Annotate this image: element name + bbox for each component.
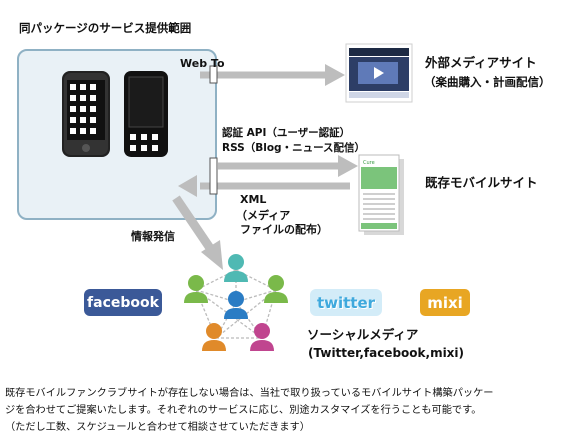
note-line: ジを合わせてご提案いたします。それぞれのサービスに応じ、別途カスタマイズを行うこ… <box>5 405 482 416</box>
person-blue-icon <box>224 291 248 319</box>
smartphone-dark-icon <box>124 71 168 157</box>
footer-note: 既存モバイルファンクラブサイトが存在しない場合は、当社で取り扱っているモバイルサ… <box>5 385 575 436</box>
note-line: （ただし工数、スケジュールと合わせて相談させていただきます） <box>5 422 310 433</box>
person-green-right-icon <box>264 275 288 303</box>
rss-label: RSS（Blog・ニュース配信） <box>222 142 366 154</box>
connector-port <box>209 157 218 195</box>
xml-label: XML <box>240 193 267 206</box>
twitter-logo: twitter <box>310 289 382 316</box>
person-orange-icon <box>202 323 226 351</box>
social-media-subtitle: (Twitter,facebook,mixi) <box>308 346 465 360</box>
external-media-title: 外部メディアサイト <box>425 55 537 70</box>
note-line: 既存モバイルファンクラブサイトが存在しない場合は、当社で取り扱っているモバイルサ… <box>5 388 494 399</box>
social-media-title: ソーシャルメディア <box>307 327 419 342</box>
person-magenta-icon <box>250 323 274 351</box>
xml-distribution-label: ファイルの配布） <box>240 223 328 236</box>
mobile-site-label: 既存モバイルサイト <box>425 175 538 190</box>
arrow-to-social-network <box>172 195 223 270</box>
external-media-website-thumbnail <box>345 43 413 103</box>
xml-media-label: （メディア <box>236 209 291 222</box>
info-broadcast-label: 情報発信 <box>131 230 175 243</box>
mixi-logo: mixi <box>420 289 470 316</box>
auth-api-label: 認証 API（ユーザー認証） <box>222 127 351 139</box>
person-teal-icon <box>224 254 248 282</box>
svg-text:Cure: Cure <box>363 160 375 166</box>
mobile-site-document: Cure <box>358 154 404 235</box>
arrow-to-mobile-site <box>218 155 358 177</box>
arrow-from-mobile-site <box>178 175 350 197</box>
arrow-to-external-media <box>200 64 345 86</box>
diagram-title: 同パッケージのサービス提供範囲 <box>19 21 192 35</box>
person-green-left-icon <box>184 275 208 303</box>
smartphone-white-icon <box>62 71 110 157</box>
web-to-label: Web To <box>180 57 225 70</box>
external-media-subtitle: （楽曲購入・計画配信） <box>424 75 551 89</box>
connector-port <box>209 65 218 84</box>
facebook-logo: facebook <box>84 289 162 316</box>
package-box <box>17 49 217 220</box>
